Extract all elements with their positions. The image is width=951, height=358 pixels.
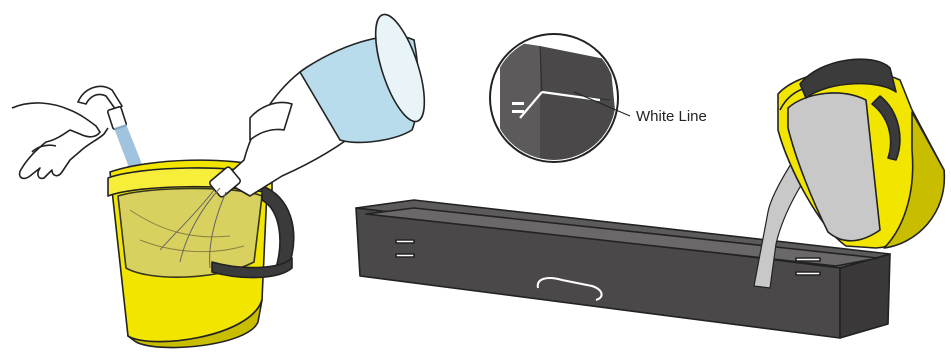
magnifier-circle-icon (490, 34, 620, 162)
bleach-bottle-icon (209, 9, 435, 198)
white-line-label: White Line (636, 108, 707, 125)
pouring-bucket-icon (778, 59, 944, 248)
tray-icon (356, 200, 890, 338)
bucket-icon (108, 160, 294, 347)
hand-icon (12, 103, 108, 179)
